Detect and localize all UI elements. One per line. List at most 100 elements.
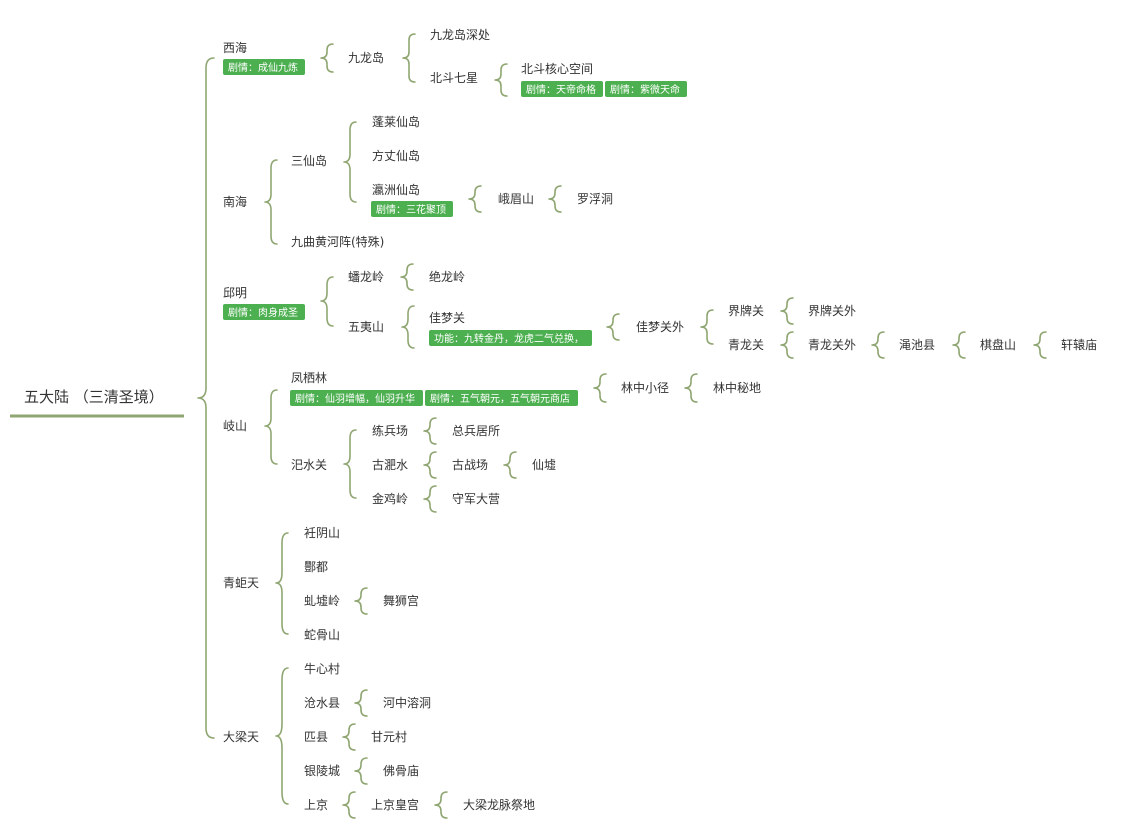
node-hezhong-rongdong[interactable]: 河中溶洞 <box>383 695 431 710</box>
node-jiepaiguan[interactable]: 界牌关 <box>728 304 764 318</box>
badge-fengqilin-wuqi: 剧情：五气朝元，五气朝元商店 <box>425 390 578 406</box>
badge-yingzhou: 剧情：三花聚顶 <box>371 201 453 217</box>
node-beidou-qixing[interactable]: 北斗七星 <box>430 71 478 85</box>
brace-yingzhou <box>468 185 482 213</box>
node-qiuxuling[interactable]: 虬墟岭 <box>304 594 340 608</box>
node-emeishan[interactable]: 峨眉山 <box>498 192 534 206</box>
node-wushigong[interactable]: 舞狮宫 <box>383 593 419 608</box>
node-qipanshan[interactable]: 棋盘山 <box>980 337 1016 352</box>
badge-jiamengguan: 功能：九转金丹，龙虎二气兑换， <box>429 330 592 346</box>
node-jiamengguan[interactable]: 佳梦关 <box>429 311 465 325</box>
node-daliangtian[interactable]: 大梁天 <box>223 729 259 744</box>
node-qinglongguan[interactable]: 青龙关 <box>728 338 764 352</box>
node-panlongling[interactable]: 蟠龙岭 <box>348 270 384 284</box>
node-xuanyuanmiao[interactable]: 轩辕庙 <box>1061 337 1097 352</box>
node-shangjing[interactable]: 上京 <box>304 798 328 812</box>
badge-beidou-ziwei: 剧情：紫微天命 <box>605 81 687 97</box>
brace-guzhanchang <box>503 451 517 479</box>
badge-yingzhou-text: 剧情：三花聚顶 <box>376 203 446 216</box>
badge-xihai: 剧情：成仙九炼 <box>223 59 305 75</box>
badge-qiming-text: 剧情：肉身成圣 <box>228 306 298 319</box>
brace-qishan <box>264 389 278 465</box>
node-penglai[interactable]: 蓬莱仙岛 <box>372 114 420 129</box>
brace-pixian <box>342 723 356 751</box>
node-wuyishan[interactable]: 五夷山 <box>348 319 384 334</box>
node-shegushan[interactable]: 蛇骨山 <box>304 627 340 642</box>
brace-emeishan <box>548 185 562 213</box>
node-lianbingchang[interactable]: 练兵场 <box>372 423 408 438</box>
node-xianxu[interactable]: 仙墟 <box>532 458 556 472</box>
brace-qiming <box>320 276 334 327</box>
node-yingzhou[interactable]: 瀛洲仙岛 <box>372 182 420 197</box>
node-juelongling[interactable]: 绝龙岭 <box>429 269 465 284</box>
node-beidou-hexin[interactable]: 北斗核心空间 <box>521 62 593 76</box>
brace-wuyishan <box>401 305 415 349</box>
badge-fengqilin-xianyu: 剧情：仙羽增幅，仙羽升华 <box>290 390 423 406</box>
brace-qinglongguan <box>780 331 794 359</box>
brace-qipanshan <box>1033 331 1047 359</box>
node-qingzhitian[interactable]: 青蚷天 <box>223 575 259 590</box>
node-shoujun-daying[interactable]: 守军大营 <box>452 492 500 506</box>
brace-qingzhitian <box>275 532 289 635</box>
brace-jiepaiguan <box>780 297 794 325</box>
node-xihai[interactable]: 西海 <box>223 40 247 55</box>
brace-root <box>197 57 215 739</box>
node-qiming[interactable]: 邱明 <box>223 286 247 300</box>
node-jiepaiguan-wai[interactable]: 界牌关外 <box>808 304 856 318</box>
node-niuxincun[interactable]: 牛心村 <box>304 661 340 676</box>
node-yinlingcheng[interactable]: 银陵城 <box>304 764 340 778</box>
node-nanhai[interactable]: 南海 <box>223 194 247 209</box>
brace-jiulongdao <box>402 33 416 83</box>
node-fengdu[interactable]: 酆都 <box>304 559 328 574</box>
brace-daliangtian <box>275 667 289 805</box>
node-jiuqu[interactable]: 九曲黄河阵(特殊) <box>291 234 384 249</box>
badge-beidou-ziwei-text: 剧情：紫微天命 <box>610 83 680 96</box>
brace-jiamengguan <box>606 313 620 341</box>
node-sanxiandao[interactable]: 三仙岛 <box>291 153 327 168</box>
node-luofudong[interactable]: 罗浮洞 <box>577 192 613 206</box>
brace-beidou <box>494 63 508 97</box>
brace-cangshuixian <box>354 689 368 717</box>
node-fangzhang[interactable]: 方丈仙岛 <box>372 148 420 163</box>
brace-lianbingchang <box>423 417 437 445</box>
connectors <box>10 33 1047 819</box>
node-jinjiling[interactable]: 金鸡岭 <box>372 491 408 506</box>
node-linzhong-xiaojing[interactable]: 林中小径 <box>621 380 669 395</box>
brace-shangjing <box>342 791 356 819</box>
badge-beidou-tiandi: 剧情：天帝命格 <box>521 81 603 97</box>
node-daliang-longmai[interactable]: 大梁龙脉祭地 <box>463 797 535 812</box>
badge-beidou-tiandi-text: 剧情：天帝命格 <box>526 83 596 96</box>
brace-jinjiling <box>423 485 437 513</box>
brace-panlongling <box>400 263 414 291</box>
badge-qiming: 剧情：肉身成圣 <box>223 304 305 320</box>
root-node[interactable]: 五大陆 （三清圣境） <box>24 388 164 406</box>
nodes: 五大陆 （三清圣境） 西海 九龙岛 九龙岛深处 北斗七星 北斗核心空间 南海 三… <box>24 27 1097 812</box>
brace-jiamengguan-wai <box>700 309 714 345</box>
node-zongbing-jusuo[interactable]: 总兵居所 <box>452 424 500 438</box>
node-mianchixian[interactable]: 渑池县 <box>899 338 935 352</box>
node-qiyinshan[interactable]: 衽阴山 <box>304 525 340 540</box>
node-jiamengguan-wai[interactable]: 佳梦关外 <box>636 320 684 334</box>
brace-sishuiguan <box>343 429 357 499</box>
node-cangshuixian[interactable]: 沧水县 <box>304 695 340 710</box>
node-linzhong-midi[interactable]: 林中秘地 <box>713 380 761 395</box>
node-qishan[interactable]: 岐山 <box>223 419 247 433</box>
node-jiulongdao[interactable]: 九龙岛 <box>348 50 384 65</box>
brace-gufeishui <box>423 451 437 479</box>
brace-sanxiandao <box>343 121 357 203</box>
badge-fengqilin-wuqi-text: 剧情：五气朝元，五气朝元商店 <box>430 392 570 405</box>
node-qinglongguan-wai[interactable]: 青龙关外 <box>808 338 856 352</box>
badge-xihai-text: 剧情：成仙九炼 <box>228 61 298 74</box>
node-ganyuancun[interactable]: 甘元村 <box>371 730 407 744</box>
node-shangjing-huanggong[interactable]: 上京皇宫 <box>371 797 419 812</box>
brace-shangjing-huanggong <box>434 791 448 819</box>
node-gufeishui[interactable]: 古淝水 <box>372 457 408 472</box>
node-jiulongdao-shenchu[interactable]: 九龙岛深处 <box>430 27 490 42</box>
node-fengqilin[interactable]: 凤栖林 <box>291 370 327 385</box>
node-sishuiguan[interactable]: 汜水关 <box>291 458 327 472</box>
node-pixian[interactable]: 匹县 <box>304 730 328 744</box>
node-guzhanchang[interactable]: 古战场 <box>452 457 488 472</box>
badges: 剧情：成仙九炼 剧情：天帝命格 剧情：紫微天命 剧情：三花聚顶 剧情：肉身成圣 … <box>223 59 687 406</box>
node-fogumiao[interactable]: 佛骨庙 <box>383 764 419 778</box>
